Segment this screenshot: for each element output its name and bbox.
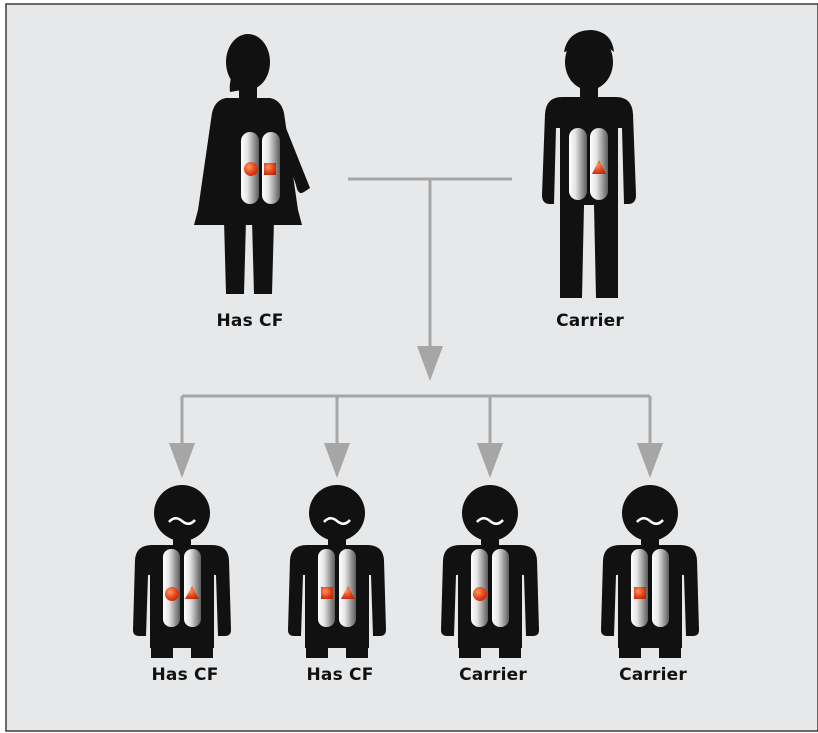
- child-label: Carrier: [619, 665, 687, 685]
- marker-square: [634, 587, 646, 599]
- child-figure-icon: [441, 485, 539, 658]
- child-4: Carrier: [601, 485, 699, 685]
- chromosome-left: [569, 128, 587, 200]
- child-1: Has CF: [133, 485, 231, 685]
- marker-triangle: [341, 586, 355, 599]
- face-smile: [476, 517, 504, 525]
- child-label: Has CF: [151, 665, 218, 685]
- child-arrow-4: [637, 443, 663, 478]
- face-smile: [636, 517, 664, 525]
- marker-circle: [244, 162, 258, 176]
- marker-circle: [165, 587, 179, 601]
- marker-square: [264, 163, 276, 175]
- child-2: Has CF: [288, 485, 386, 685]
- father-label: Carrier: [556, 311, 624, 331]
- children-connector: [180, 394, 652, 446]
- child-label: Carrier: [459, 665, 527, 685]
- parent-connector: [348, 177, 512, 352]
- child-arrow-3: [477, 443, 503, 478]
- marker-square: [321, 587, 333, 599]
- marker-triangle: [185, 586, 199, 599]
- child-label: Has CF: [306, 665, 373, 685]
- marker-triangle: [592, 160, 606, 174]
- child-arrow-1: [169, 443, 195, 478]
- mother-label: Has CF: [216, 311, 283, 331]
- chromosome-right: [652, 549, 669, 627]
- child-figure-icon: [601, 485, 699, 658]
- child-arrow-2: [324, 443, 350, 478]
- marker-circle: [473, 587, 487, 601]
- female-figure-icon: [194, 34, 310, 294]
- male-figure-icon: [542, 30, 636, 298]
- child-figure-icon: [288, 485, 386, 658]
- face-smile: [323, 517, 351, 525]
- father-figure: Carrier: [542, 30, 636, 331]
- parent-down-arrow: [417, 346, 443, 381]
- child-figure-icon: [133, 485, 231, 658]
- face-smile: [168, 517, 196, 525]
- child-3: Carrier: [441, 485, 539, 685]
- mother-figure: Has CF: [194, 34, 310, 331]
- chromosome-right: [492, 549, 509, 627]
- children-row: Has CF Has CF: [133, 485, 699, 685]
